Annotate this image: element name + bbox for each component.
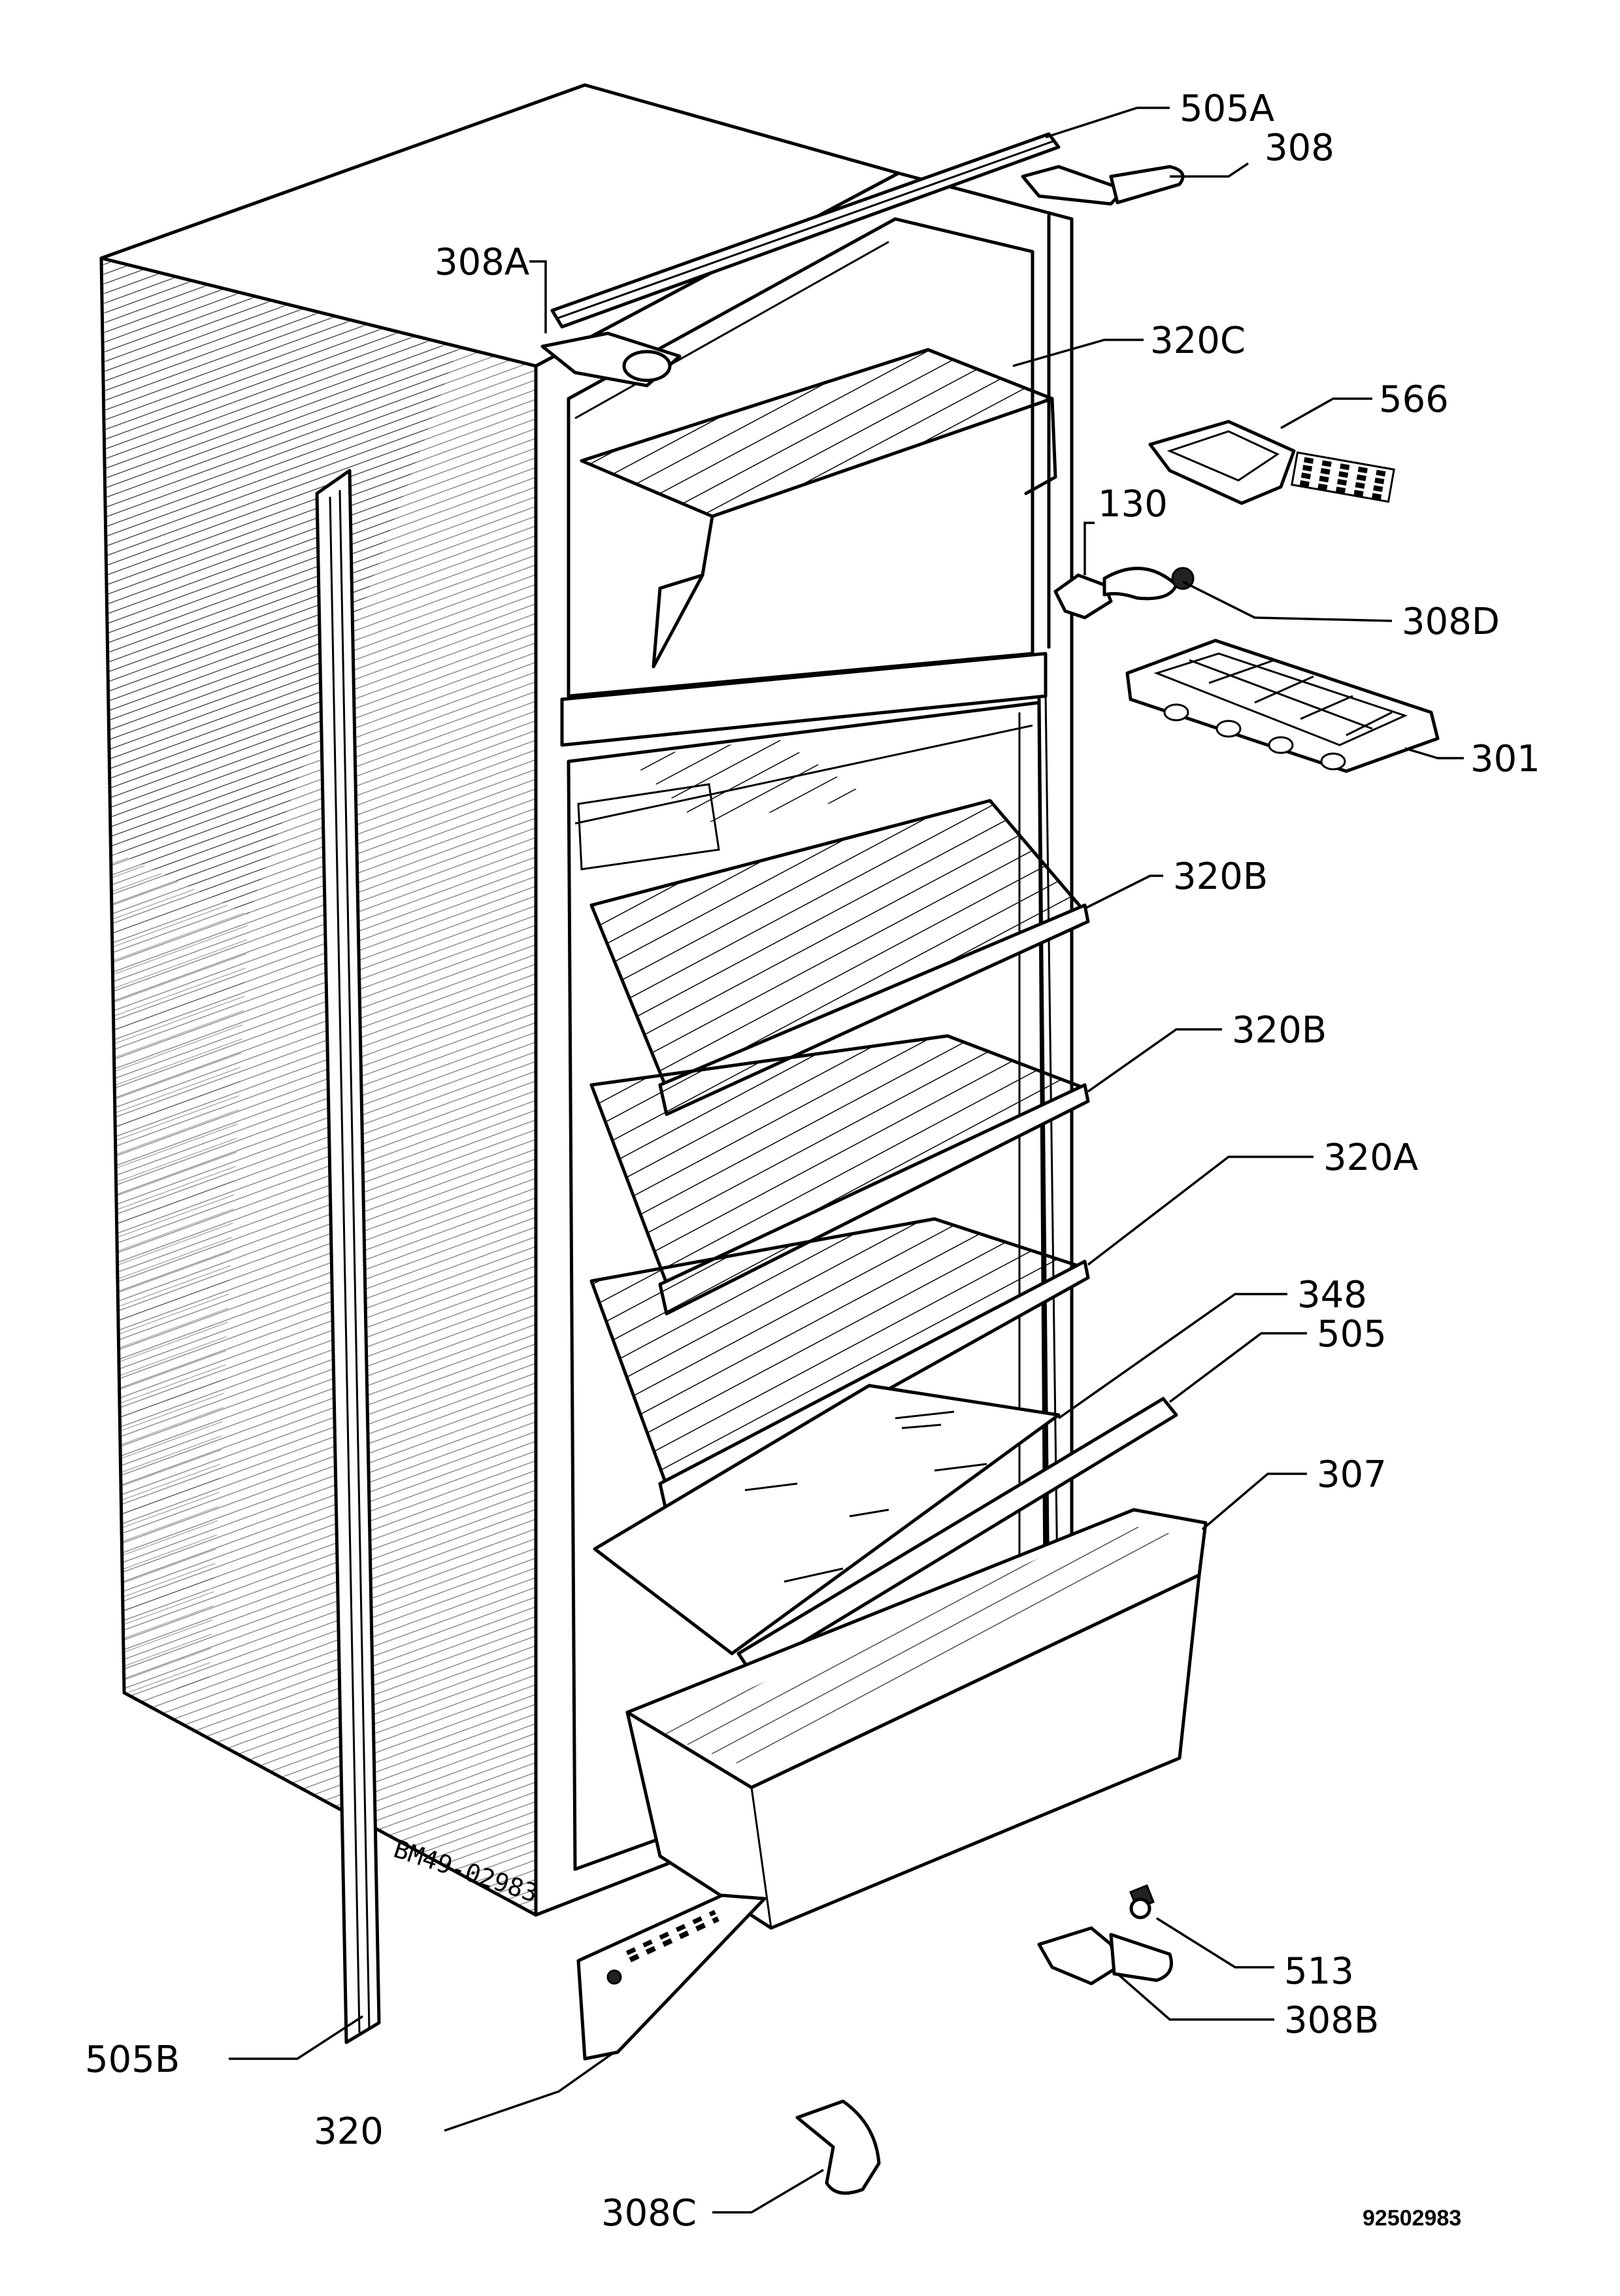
thermostat-bracket-130-308d (1053, 567, 1195, 620)
crisper-drawer-307 (625, 1508, 1208, 1930)
label-513: 513 (1284, 1950, 1354, 1993)
label-301: 301 (1470, 738, 1540, 780)
kick-plate-320 (576, 1893, 767, 2061)
label-308: 308 (1265, 127, 1334, 169)
label-308c: 308C (601, 2192, 697, 2235)
label-505: 505 (1317, 1313, 1387, 1356)
label-320b-upper: 320B (1173, 856, 1268, 898)
seal-strip-505b (315, 469, 381, 2044)
part-labels: 505A 308 308A 320C 566 130 308D 301 320B… (85, 88, 1540, 2235)
label-505a: 505A (1180, 88, 1274, 130)
hinge-308b (1037, 1926, 1173, 1986)
label-320b-lower: 320B (1232, 1009, 1327, 1052)
label-348: 348 (1297, 1274, 1367, 1316)
label-308a: 308A (435, 241, 529, 284)
label-320: 320 (314, 2110, 384, 2153)
top-rail-505a (550, 132, 1061, 329)
label-308d: 308D (1402, 601, 1500, 643)
label-130: 130 (1098, 483, 1168, 525)
label-505b: 505B (85, 2038, 180, 2081)
freezer-shelf-320c (580, 348, 1057, 669)
label-566: 566 (1379, 378, 1449, 421)
leader-lines (229, 107, 1464, 2214)
label-320a: 320A (1323, 1137, 1418, 1179)
hinge-308a (540, 331, 682, 388)
drawing-number: 92502983 (1363, 2206, 1461, 2231)
label-307: 307 (1317, 1454, 1387, 1496)
ice-scraper-566 (1148, 420, 1395, 505)
screw-513 (1129, 1884, 1155, 1920)
crisper-cover-348 (593, 1384, 1061, 1655)
label-308b: 308B (1284, 1999, 1379, 2042)
hinge-308 (1021, 165, 1185, 206)
bracket-308c (795, 2099, 881, 2195)
ice-tray-301 (1125, 639, 1440, 773)
label-320c: 320C (1150, 320, 1246, 362)
